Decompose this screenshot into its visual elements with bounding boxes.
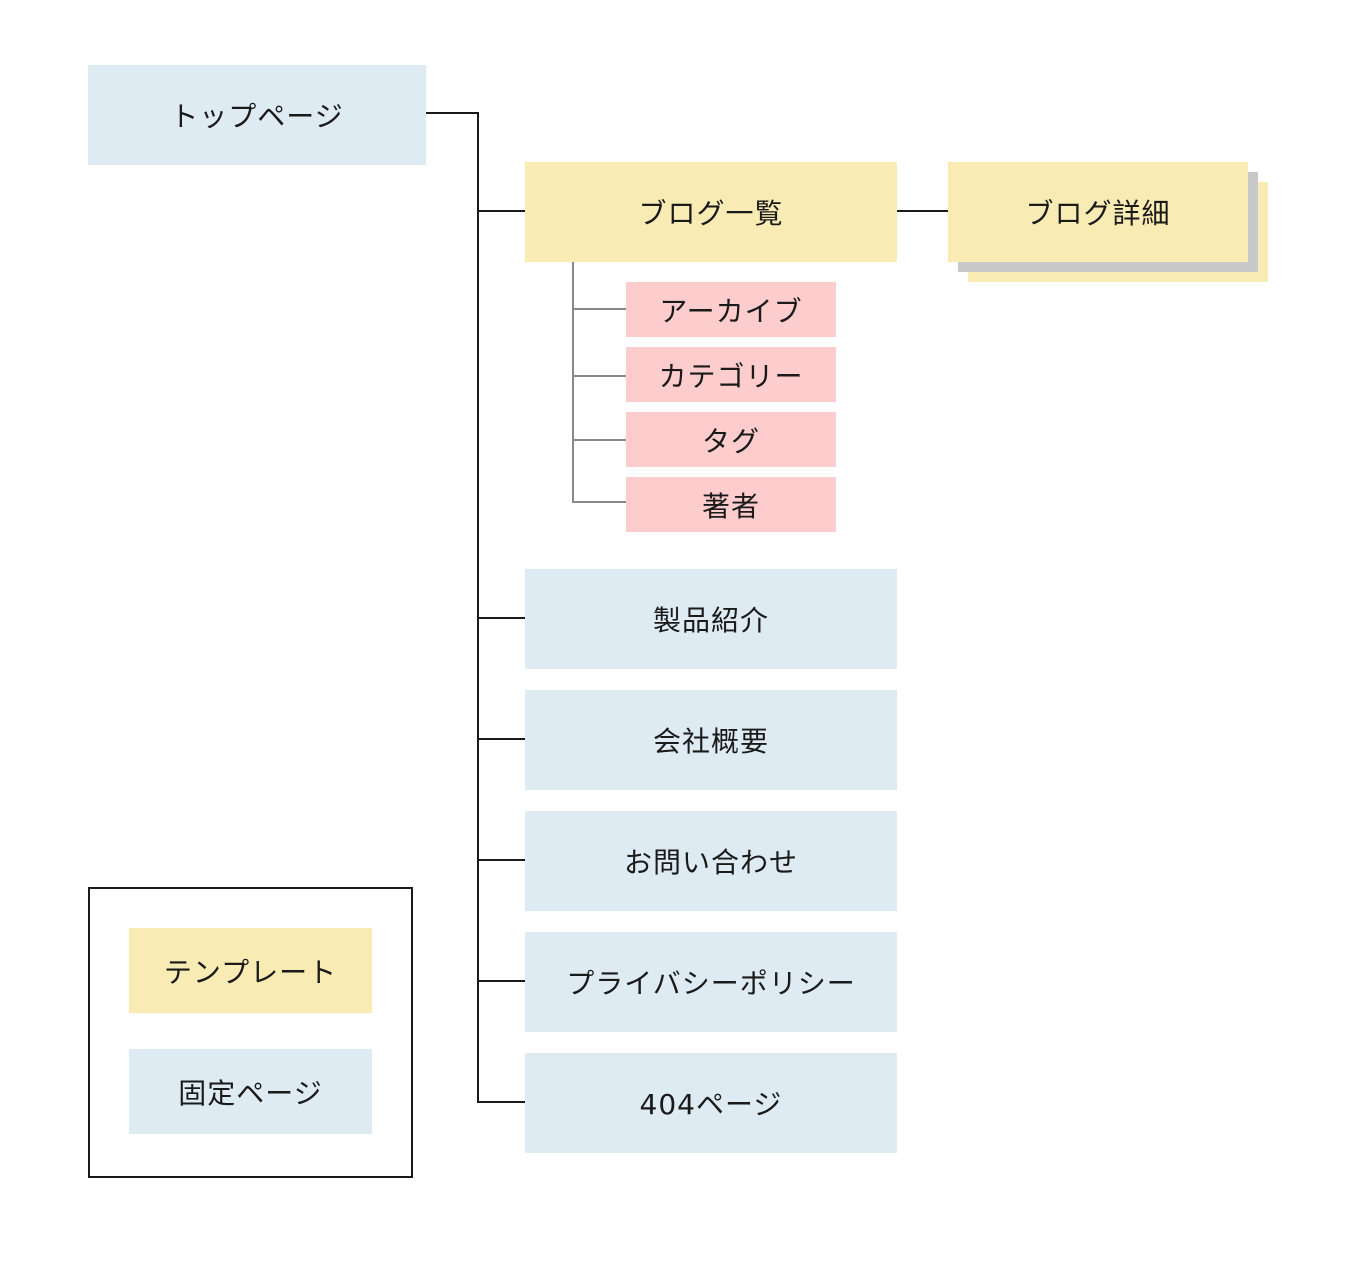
node-tag: タグ	[626, 412, 836, 467]
node-archive: アーカイブ	[626, 282, 836, 337]
connector-sub-trunk	[572, 262, 574, 503]
connector-branch-company	[477, 738, 525, 740]
node-blog-detail: ブログ詳細	[948, 162, 1248, 262]
connector-branch-blog-list	[477, 210, 525, 212]
connector-branch-notfound	[477, 1101, 525, 1103]
connector-branch-products	[477, 617, 525, 619]
node-top-page: トップページ	[88, 65, 426, 165]
connector-blog-detail	[897, 210, 948, 212]
node-contact: お問い合わせ	[525, 811, 897, 911]
node-author: 著者	[626, 477, 836, 532]
legend-template-swatch: テンプレート	[129, 928, 372, 1013]
node-blog-list: ブログ一覧	[525, 162, 897, 262]
connector-sub-tag	[572, 439, 626, 441]
node-products: 製品紹介	[525, 569, 897, 669]
connector-branch-contact	[477, 859, 525, 861]
node-category: カテゴリー	[626, 347, 836, 402]
connector-main-trunk	[477, 112, 479, 1103]
node-notfound: 404ページ	[525, 1053, 897, 1153]
connector-sub-category	[572, 375, 626, 377]
node-company: 会社概要	[525, 690, 897, 790]
connector-sub-archive	[572, 308, 626, 310]
connector-sub-author	[572, 501, 626, 503]
legend-fixed-page-swatch: 固定ページ	[129, 1049, 372, 1134]
connector-top-horizontal	[426, 112, 479, 114]
connector-branch-privacy	[477, 980, 525, 982]
node-privacy: プライバシーポリシー	[525, 932, 897, 1032]
